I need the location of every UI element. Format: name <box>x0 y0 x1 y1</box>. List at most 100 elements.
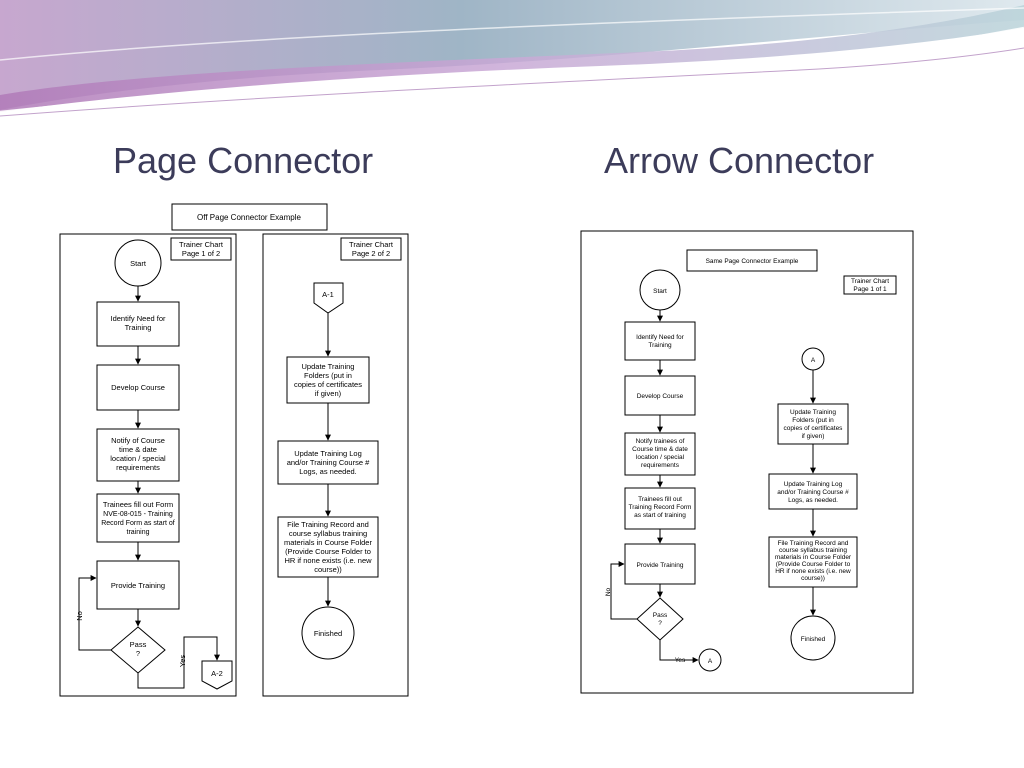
sp-update-folders-line4: if given) <box>802 433 825 440</box>
sp-file-record-line5: HR if none exists (i.e. new <box>775 568 851 575</box>
sp-provide-label: Provide Training <box>637 562 684 569</box>
page1-tag-box <box>170 237 232 261</box>
off-page-example-header: Off Page Connector Example <box>197 213 301 222</box>
sp-file-record-line3: materials in Course Folder <box>775 554 852 561</box>
update-log-line2: and/or Training Course # <box>287 458 370 467</box>
sp-pass-line1: Pass <box>653 612 668 619</box>
pass-line2: ? <box>136 649 140 658</box>
same-page-tag-line1: Trainer Chart <box>851 278 889 285</box>
update-folders-line2: Folders (put in <box>304 371 352 380</box>
sp-connector-a-in-label: A <box>811 357 816 364</box>
file-record-line3: materials in Course Folder <box>284 538 372 547</box>
sp-notify-line4: requirements <box>641 462 680 469</box>
page1-tag-line1: Trainer Chart <box>179 240 224 249</box>
sp-connector-a-out-label: A <box>708 658 713 665</box>
sp-update-folders-line3: copies of certificates <box>784 425 844 432</box>
notify-box <box>96 428 180 482</box>
sp-trainees-line2: Training Record Form <box>629 504 692 511</box>
develop-course-box <box>96 364 180 411</box>
file-record-line4: (Provide Course Folder to <box>285 547 371 556</box>
page2-tag-box <box>340 237 402 261</box>
sp-start-label: Start <box>653 288 667 295</box>
notify-line2: time & date <box>119 445 157 454</box>
connector-a2-label: A-2 <box>211 669 223 678</box>
connector-a1-label: A-1 <box>322 290 334 299</box>
finished-label: Finished <box>314 629 342 638</box>
sp-file-record-line4: (Provide Course Folder to <box>776 561 851 568</box>
sp-no-label: No <box>605 587 612 596</box>
identify-need-line1: Identify Need for <box>110 314 166 323</box>
sp-update-folders-line1: Update Training <box>790 409 836 416</box>
decorative-wave-banner <box>0 0 1024 117</box>
off-page-connector-a1 <box>313 282 344 314</box>
update-log-line3: Logs, as needed. <box>299 467 357 476</box>
update-folders-line4: if given) <box>315 389 342 398</box>
sp-develop-box <box>624 375 696 416</box>
sp-develop-label: Develop Course <box>637 393 684 400</box>
file-record-line5: HR if none exists (i.e. new <box>284 556 372 565</box>
sp-pass-line2: ? <box>658 620 662 627</box>
trainees-form-line3: Record Form as start of <box>101 520 175 527</box>
sp-file-record-line2: course syllabus training <box>779 547 847 554</box>
sp-file-record-line1: File Training Record and <box>778 540 849 547</box>
pass-line1: Pass <box>130 640 147 649</box>
notify-line4: requirements <box>116 463 160 472</box>
develop-course-label: Develop Course <box>111 383 165 392</box>
sp-trainees-line3: as start of training <box>634 512 686 519</box>
file-record-line1: File Training Record and <box>287 520 369 529</box>
trainees-form-box <box>96 493 180 543</box>
sp-file-record-line6: course)) <box>801 575 825 582</box>
off-page-example-header-box <box>171 203 328 231</box>
sp-notify-line1: Notify trainees of <box>636 438 685 445</box>
sp-update-log-line2: and/or Training Course # <box>777 489 849 496</box>
sp-update-folders-line2: Folders (put in <box>792 417 834 424</box>
sp-update-folders-box <box>777 403 849 445</box>
sp-finished-label: Finished <box>801 636 826 643</box>
trainees-form-line2: NVE-08-015 - Training <box>103 511 173 518</box>
same-page-tag-line2: Page 1 of 1 <box>853 286 887 293</box>
file-record-line2: course syllabus training <box>289 529 367 538</box>
sp-connector-a-out <box>698 648 722 672</box>
sp-notify-line3: location / special <box>636 454 685 461</box>
update-log-box <box>277 440 379 485</box>
same-page-tag-box <box>843 275 897 295</box>
sp-notify-line2: Course time & date <box>632 446 688 453</box>
sp-update-log-line1: Update Training Log <box>784 481 843 488</box>
file-record-line6: course)) <box>314 565 342 574</box>
sp-update-log-line3: Logs, as needed. <box>788 497 838 504</box>
sp-update-log-box <box>768 473 858 510</box>
sp-finished-terminator <box>790 615 836 661</box>
same-page-header-box <box>686 249 818 272</box>
page2-tag-line1: Trainer Chart <box>349 240 394 249</box>
no-label: No <box>75 611 84 621</box>
arrow-connector-title: Arrow Connector <box>604 140 875 181</box>
yes-label: Yes <box>178 655 187 667</box>
off-page-connector-a2 <box>201 660 233 690</box>
trainees-form-line1: Trainees fill out Form <box>103 500 173 509</box>
sp-trainees-line1: Trainees fill out <box>638 496 682 503</box>
notify-line1: Notify of Course <box>111 436 165 445</box>
finished-terminator <box>301 606 355 660</box>
trainees-form-line4: training <box>127 529 150 536</box>
update-folders-line1: Update Training <box>302 362 355 371</box>
page2-tag-line2: Page 2 of 2 <box>352 249 390 258</box>
update-folders-line3: copies of certificates <box>294 380 362 389</box>
update-log-line1: Update Training Log <box>294 449 362 458</box>
sp-identify-line1: Identify Need for <box>636 334 685 341</box>
page-connector-title: Page Connector <box>113 140 374 181</box>
sp-provide-box <box>624 543 696 585</box>
sp-trainees-box <box>624 487 696 530</box>
start-label: Start <box>130 259 147 268</box>
sp-notify-box <box>624 432 696 476</box>
page1-tag-line2: Page 1 of 2 <box>182 249 220 258</box>
identify-need-line2: Training <box>125 323 152 332</box>
sp-yes-label: Yes <box>675 657 686 664</box>
sp-identify-line2: Training <box>648 342 672 349</box>
sp-identify-box <box>624 321 696 361</box>
provide-training-label: Provide Training <box>111 581 165 590</box>
sp-file-record-box <box>768 536 858 588</box>
same-page-header: Same Page Connector Example <box>706 258 799 265</box>
provide-training-box <box>96 560 180 610</box>
notify-line3: location / special <box>110 454 166 463</box>
